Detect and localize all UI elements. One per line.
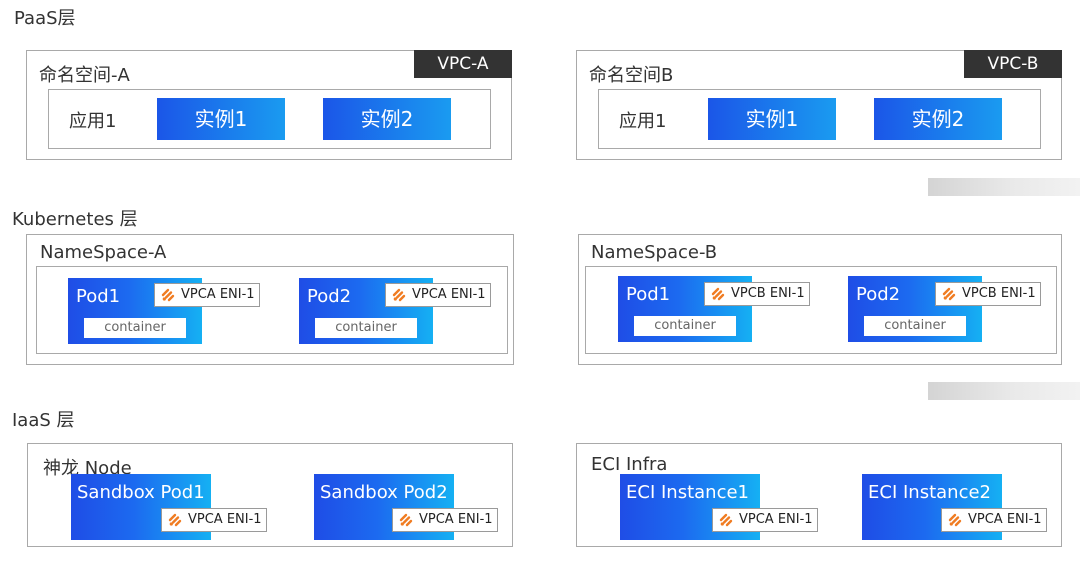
eni-badge: VPCB ENI-1 xyxy=(935,282,1041,306)
eni-label: VPCA ENI-1 xyxy=(181,287,255,302)
eci-instance-name: ECI Instance1 xyxy=(626,482,749,503)
iaas-layer-title: IaaS 层 xyxy=(12,410,75,431)
instance-1: 实例1 xyxy=(157,98,285,140)
container-box: container xyxy=(864,316,966,336)
eni-network-icon xyxy=(161,288,175,302)
instance-2: 实例2 xyxy=(323,98,451,140)
instance-2: 实例2 xyxy=(874,98,1002,140)
pod-name: Pod2 xyxy=(307,286,352,307)
iaas-eci-infra-panel: ECI Infra ECI Instance1 VPCA ENI-1 ECI I… xyxy=(576,443,1062,547)
pods-container: Pod1 container VPCA ENI-1 Pod2 container… xyxy=(36,266,508,354)
paas-namespace-a-panel: 命名空间-A VPC-A 应用1 实例1 实例2 xyxy=(26,50,512,160)
sandbox-pod-name: Sandbox Pod2 xyxy=(320,482,448,503)
container-box: container xyxy=(634,316,736,336)
iaas-node-panel: 神龙 Node Sandbox Pod1 VPCA ENI-1 Sandbox … xyxy=(27,443,513,547)
k8s-namespace-b-panel: NameSpace-B Pod1 container VPCB ENI-1 Po… xyxy=(578,234,1062,365)
eni-network-icon xyxy=(711,287,725,301)
eni-label: VPCA ENI-1 xyxy=(419,512,493,527)
eni-label: VPCB ENI-1 xyxy=(962,286,1036,301)
vpc-a-tag: VPC-A xyxy=(414,50,512,78)
pod-name: Pod1 xyxy=(626,284,671,305)
eni-badge: VPCB ENI-1 xyxy=(704,282,810,306)
namespace-b-label: 命名空间B xyxy=(589,65,674,86)
k8s-namespace-a-panel: NameSpace-A Pod1 container VPCA ENI-1 Po… xyxy=(26,234,514,365)
eni-badge: VPCA ENI-1 xyxy=(712,508,818,532)
pod-name: Pod2 xyxy=(856,284,901,305)
eni-network-icon xyxy=(168,513,182,527)
node-label: 神龙 Node xyxy=(43,458,132,479)
paas-layer-title: PaaS层 xyxy=(14,8,76,29)
pods-container: Pod1 container VPCB ENI-1 Pod2 container… xyxy=(585,266,1057,354)
app-label: 应用1 xyxy=(619,111,667,132)
eci-infra-label: ECI Infra xyxy=(591,454,668,475)
app-container: 应用1 实例1 实例2 xyxy=(598,89,1041,149)
vpc-b-tag: VPC-B xyxy=(964,50,1062,78)
container-box: container xyxy=(315,318,417,338)
instance-1: 实例1 xyxy=(708,98,836,140)
eni-network-icon xyxy=(942,287,956,301)
pod-name: Pod1 xyxy=(76,286,121,307)
namespace-b-label: NameSpace-B xyxy=(591,242,718,263)
namespace-a-label: 命名空间-A xyxy=(39,65,130,86)
paas-namespace-b-panel: 命名空间B VPC-B 应用1 实例1 实例2 xyxy=(576,50,1062,160)
eni-network-icon xyxy=(719,513,733,527)
eni-label: VPCA ENI-1 xyxy=(968,512,1042,527)
eni-network-icon xyxy=(948,513,962,527)
eni-network-icon xyxy=(392,288,406,302)
layer-separator xyxy=(928,382,1080,400)
eni-label: VPCA ENI-1 xyxy=(739,512,813,527)
eni-badge: VPCA ENI-1 xyxy=(941,508,1047,532)
eni-badge: VPCA ENI-1 xyxy=(154,283,260,307)
sandbox-pod-name: Sandbox Pod1 xyxy=(77,482,205,503)
k8s-layer-title: Kubernetes 层 xyxy=(12,209,138,230)
layer-separator xyxy=(928,178,1080,196)
eni-badge: VPCA ENI-1 xyxy=(392,508,498,532)
app-container: 应用1 实例1 实例2 xyxy=(48,89,491,149)
eci-instance-name: ECI Instance2 xyxy=(868,482,991,503)
eni-label: VPCA ENI-1 xyxy=(188,512,262,527)
eni-label: VPCA ENI-1 xyxy=(412,287,486,302)
eni-badge: VPCA ENI-1 xyxy=(385,283,491,307)
eni-label: VPCB ENI-1 xyxy=(731,286,805,301)
eni-network-icon xyxy=(399,513,413,527)
eni-badge: VPCA ENI-1 xyxy=(161,508,267,532)
namespace-a-label: NameSpace-A xyxy=(40,242,167,263)
container-box: container xyxy=(84,318,186,338)
app-label: 应用1 xyxy=(69,111,117,132)
